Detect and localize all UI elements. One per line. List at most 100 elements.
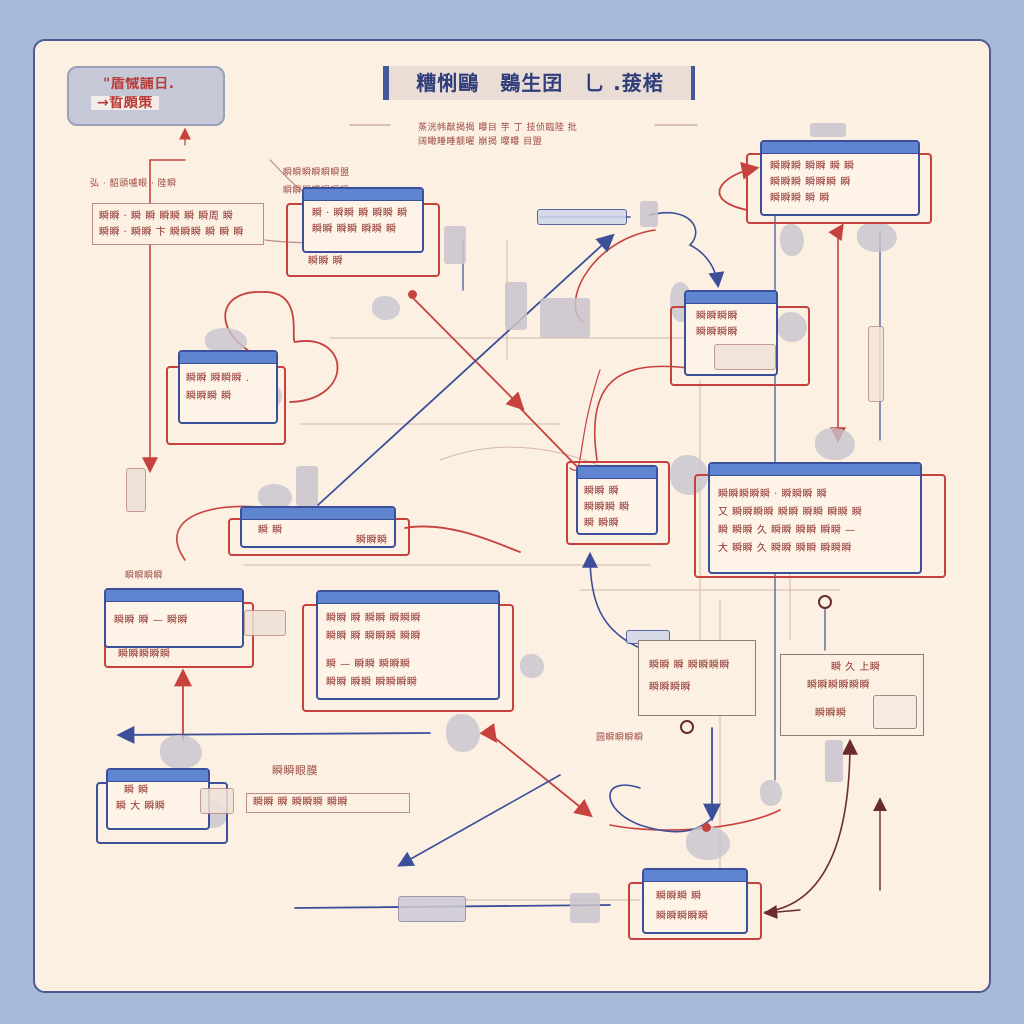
node-j-line: 瞬瞬 瞬瞬 瞬瞬瞬瞬: [326, 677, 418, 688]
node-j-card: 瞬瞬 瞬 瞬瞬 瞬瞬瞬 瞬瞬 瞬 瞬瞬瞬 瞬瞬 瞬 — 瞬瞬 瞬瞬瞬 瞬瞬 瞬瞬…: [316, 590, 500, 700]
decorative-blob: [205, 328, 247, 354]
node-g-line: 瞬瞬瞬: [356, 535, 388, 546]
node-f-line: 瞬 瞬瞬: [584, 518, 620, 529]
node-i-tab: [244, 610, 286, 636]
node-j-line: 瞬 — 瞬瞬 瞬瞬瞬: [326, 659, 411, 670]
decorative-stub: [640, 201, 658, 227]
node-m-line: 瞬 瞬: [124, 785, 149, 796]
connector-tag: [398, 896, 466, 922]
node-k[interactable]: 瞬瞬 瞬 瞬瞬瞬瞬 瞬瞬瞬瞬: [638, 640, 756, 716]
decorative-stub: [126, 468, 146, 512]
decorative-blob: [780, 224, 804, 256]
node-e-header: [686, 292, 776, 304]
node-o-line: 瞬瞬瞬 瞬: [656, 891, 702, 902]
node-g[interactable]: 瞬 瞬 瞬瞬瞬: [228, 506, 410, 556]
node-o[interactable]: 瞬瞬瞬 瞬 瞬瞬瞬瞬瞬: [628, 868, 762, 940]
node-j-line: 瞬瞬 瞬 瞬瞬 瞬瞬瞬: [326, 613, 422, 624]
node-l-line: 瞬 久 上瞬: [831, 662, 881, 673]
node-d-card: 瞬瞬瞬 瞬瞬 瞬 瞬 瞬瞬瞬 瞬瞬瞬 瞬 瞬瞬瞬 瞬 瞬: [760, 140, 920, 216]
node-d-header: [762, 142, 918, 154]
diagram-subtitle: 蒸洸帏猷揭揭 曝目 竽 丁 技侦臨陸 批: [418, 123, 578, 133]
node-f-header: [578, 467, 656, 479]
node-j-line: 瞬瞬 瞬 瞬瞬瞬 瞬瞬: [326, 631, 422, 642]
node-g-header: [242, 508, 394, 520]
node-k-line: 瞬瞬 瞬 瞬瞬瞬瞬: [649, 660, 730, 671]
node-f[interactable]: 瞬瞬 瞬 瞬瞬瞬 瞬 瞬 瞬瞬: [566, 461, 670, 545]
decorative-blob: [857, 222, 897, 252]
node-c[interactable]: 瞬瞬 瞬瞬瞬 . 瞬瞬瞬 瞬: [166, 350, 286, 445]
node-n[interactable]: 瞬瞬 瞬 瞬瞬瞬 瞬瞬: [246, 793, 410, 813]
node-e-line: 瞬瞬瞬瞬: [696, 311, 738, 322]
node-l-inset: [873, 695, 917, 729]
node-m[interactable]: 瞬 瞬 瞬 大 瞬瞬: [96, 768, 234, 846]
node-o-card: 瞬瞬瞬 瞬 瞬瞬瞬瞬瞬: [642, 868, 748, 934]
decorative-stub: [868, 326, 884, 402]
node-h[interactable]: 瞬瞬瞬瞬瞬 · 瞬瞬瞬 瞬 又 瞬瞬瞬瞬 瞬瞬 瞬瞬 瞬瞬 瞬 瞬 瞬瞬 久 瞬…: [694, 462, 946, 578]
node-g-card: 瞬 瞬: [240, 506, 396, 548]
decorative-stub: [540, 298, 590, 338]
node-g-line: 瞬 瞬: [258, 525, 283, 536]
node-h-line: 瞬瞬瞬瞬瞬 · 瞬瞬瞬 瞬: [718, 489, 828, 500]
connector-tag: [537, 209, 627, 225]
node-c-header: [180, 352, 276, 364]
node-h-line: 又 瞬瞬瞬瞬 瞬瞬 瞬瞬 瞬瞬 瞬: [718, 507, 863, 518]
node-b-line: 瞬瞬 瞬: [308, 256, 344, 267]
node-o-line: 瞬瞬瞬瞬瞬: [656, 911, 709, 922]
node-e-inset: [714, 344, 776, 370]
node-a-line: 瞬瞬 · 瞬瞬 卞 瞬瞬瞬 瞬 瞬 瞬: [99, 227, 244, 238]
node-e[interactable]: 瞬瞬瞬瞬 瞬瞬瞬瞬: [670, 290, 810, 386]
node-d[interactable]: 瞬瞬瞬 瞬瞬 瞬 瞬 瞬瞬瞬 瞬瞬瞬 瞬 瞬瞬瞬 瞬 瞬: [746, 140, 932, 224]
decorative-blob: [372, 296, 400, 320]
node-h-card: 瞬瞬瞬瞬瞬 · 瞬瞬瞬 瞬 又 瞬瞬瞬瞬 瞬瞬 瞬瞬 瞬瞬 瞬 瞬 瞬瞬 久 瞬…: [708, 462, 922, 574]
diagram-title: 糟悧鷗 鷃生囝 乚 .菝楉: [383, 66, 695, 100]
node-b[interactable]: 瞬 · 瞬瞬 瞬 瞬瞬 瞬 瞬瞬 瞬瞬 瞬瞬 瞬 瞬瞬 瞬: [286, 187, 440, 277]
node-l-line: 瞬瞬瞬: [815, 708, 847, 719]
node-h-line: 大 瞬瞬 久 瞬瞬 瞬瞬 瞬瞬瞬: [718, 543, 852, 554]
node-d-line: 瞬瞬瞬 瞬瞬 瞬 瞬: [770, 161, 855, 172]
node-h-header: [710, 464, 920, 476]
note-label: 瞬瞬瞬瞬瞬瞬盟: [283, 168, 350, 178]
node-f-line: 瞬瞬 瞬: [584, 486, 620, 497]
decorative-blob: [258, 484, 292, 510]
node-b-line: 瞬瞬 瞬瞬 瞬瞬 瞬: [312, 224, 397, 235]
badge-line-2: →晢頗策: [91, 96, 159, 110]
decorative-blob: [760, 780, 782, 806]
note-label: 瞬瞬瞬瞬: [125, 571, 164, 581]
junction-marker: [680, 720, 694, 734]
connector-dot: [408, 290, 417, 299]
node-a[interactable]: 瞬瞬 · 瞬 瞬 瞬瞬 瞬 瞬周 瞬 瞬瞬 · 瞬瞬 卞 瞬瞬瞬 瞬 瞬 瞬: [92, 203, 264, 245]
badge-line-1: "盾悈誧日.: [103, 77, 175, 91]
junction-marker: [818, 595, 832, 609]
node-o-header: [644, 870, 746, 882]
node-a-line: 瞬瞬 · 瞬 瞬 瞬瞬 瞬 瞬周 瞬: [99, 211, 234, 222]
node-e-line: 瞬瞬瞬瞬: [696, 327, 738, 338]
decorative-stub: [570, 893, 600, 923]
decorative-blob: [160, 735, 202, 769]
node-m-tab: [200, 788, 234, 814]
node-c-card: 瞬瞬 瞬瞬瞬 . 瞬瞬瞬 瞬: [178, 350, 278, 424]
node-f-card: 瞬瞬 瞬 瞬瞬瞬 瞬 瞬 瞬瞬: [576, 465, 658, 535]
node-d-line: 瞬瞬瞬 瞬瞬瞬 瞬: [770, 177, 851, 188]
note-label: 弘 · 韶頭嚧眼 · 陸瞬: [90, 179, 177, 189]
node-i-line: 瞬瞬 瞬 — 瞬瞬: [114, 615, 189, 626]
node-n-line: 瞬瞬 瞬 瞬瞬瞬 瞬瞬: [253, 797, 349, 808]
node-j[interactable]: 瞬瞬 瞬 瞬瞬 瞬瞬瞬 瞬瞬 瞬 瞬瞬瞬 瞬瞬 瞬 — 瞬瞬 瞬瞬瞬 瞬瞬 瞬瞬…: [302, 590, 514, 712]
node-l[interactable]: 瞬 久 上瞬 瞬瞬瞬瞬瞬瞬 瞬瞬瞬: [780, 654, 924, 736]
decorative-blob: [446, 714, 480, 752]
decorative-stub: [444, 226, 466, 264]
node-h-line: 瞬 瞬瞬 久 瞬瞬 瞬瞬 瞬瞬 —: [718, 525, 856, 536]
note-label: 圆瞬瞬瞬瞬: [596, 733, 644, 743]
node-i-card: 瞬瞬 瞬 — 瞬瞬: [104, 588, 244, 648]
diagram-subtitle-2: 阔瞰睡睡靓曜 崩揭 曝曝 目盟: [418, 137, 543, 147]
node-i-line: 瞬瞬瞬瞬瞬: [118, 649, 171, 660]
decorative-blob: [815, 428, 855, 460]
node-k-line: 瞬瞬瞬瞬: [649, 682, 691, 693]
node-i[interactable]: 瞬瞬 瞬 — 瞬瞬 瞬瞬瞬瞬瞬: [104, 588, 286, 668]
decorative-blob: [777, 312, 807, 342]
node-d-line: 瞬瞬瞬 瞬 瞬: [770, 193, 830, 204]
node-j-header: [318, 592, 498, 604]
decorative-stub: [810, 123, 846, 137]
node-m-header: [108, 770, 208, 782]
node-l-line: 瞬瞬瞬瞬瞬瞬: [807, 680, 870, 691]
